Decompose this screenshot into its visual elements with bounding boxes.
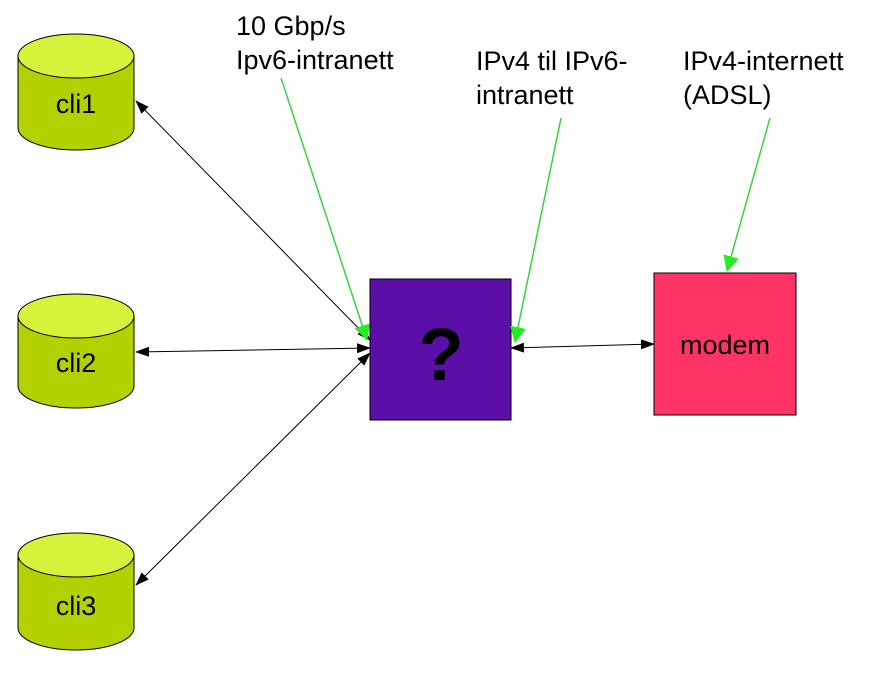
annotation-intranet-speed-line2: Ipv6-intranett <box>236 45 394 75</box>
node-modem-label: modem <box>680 330 770 360</box>
node-cli1-label: cli1 <box>56 89 97 119</box>
pointer-v4-internet <box>723 117 771 272</box>
annotation-v4-internet-line1: IPv4-internett <box>683 46 844 76</box>
node-cli3-label: cli3 <box>56 591 97 621</box>
edge-cli2-unknown <box>135 343 371 357</box>
node-cli1: cli1 <box>17 33 135 151</box>
pointer-intranet-speed <box>280 77 370 341</box>
node-unknown-label: ? <box>418 313 463 396</box>
annotation-v4-to-v6-line2: intranett <box>476 80 574 110</box>
pointer-v4-to-v6 <box>510 117 562 343</box>
annotation-v4-to-v6: IPv4 til IPv6- intranett <box>476 46 628 110</box>
node-cli3: cli3 <box>17 532 135 651</box>
edge-cli1-unknown <box>135 100 371 341</box>
edge-cli3-unknown <box>135 352 371 586</box>
annotation-intranet-speed: 10 Gbp/s Ipv6-intranett <box>236 11 394 75</box>
annotation-intranet-speed-line1: 10 Gbp/s <box>236 11 346 41</box>
node-unknown: ? <box>369 278 512 421</box>
annotation-v4-internet-line2: (ADSL) <box>683 80 772 110</box>
edge-unknown-modem <box>510 339 655 353</box>
node-cli2-label: cli2 <box>56 348 97 378</box>
annotation-v4-internet: IPv4-internett (ADSL) <box>683 46 844 110</box>
node-modem: modem <box>653 272 797 416</box>
node-cli2: cli2 <box>17 293 135 409</box>
annotation-v4-to-v6-line1: IPv4 til IPv6- <box>476 46 628 76</box>
